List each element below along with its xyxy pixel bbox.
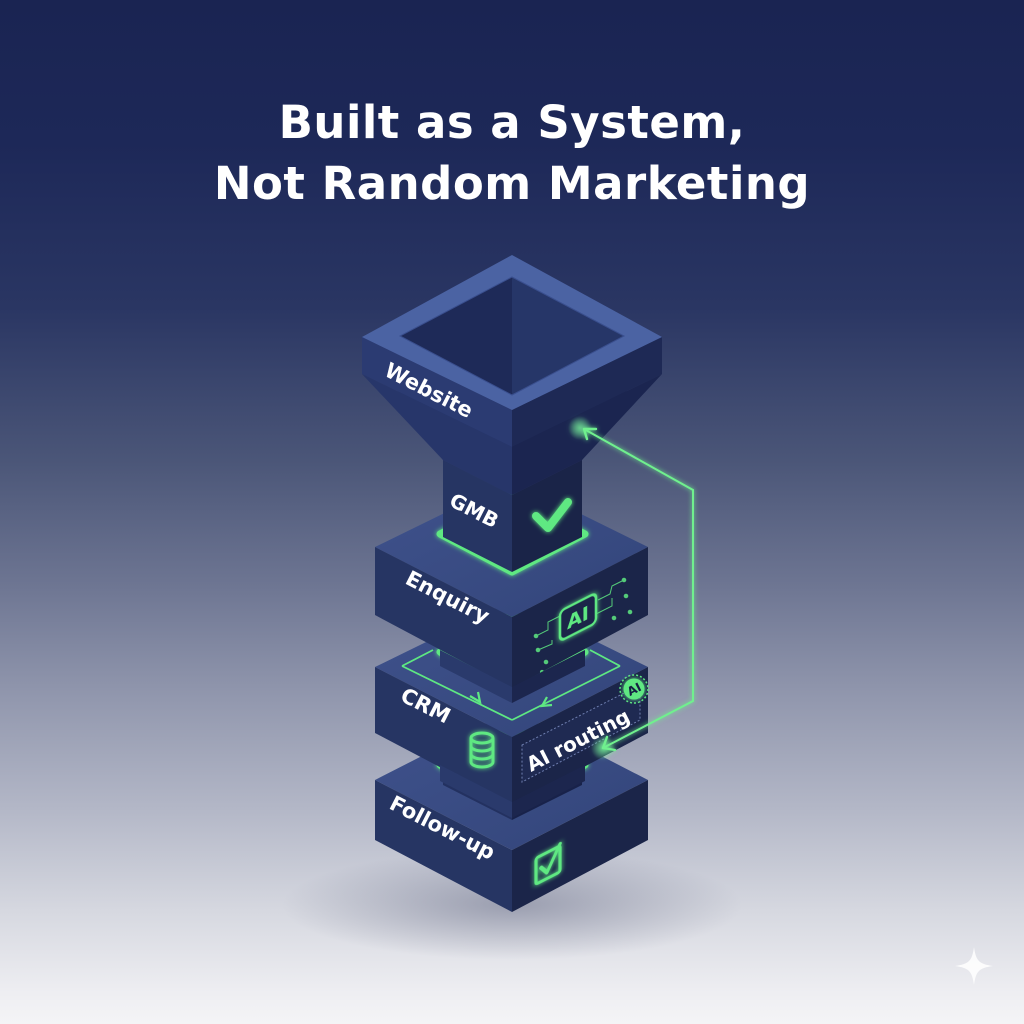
- enquiry-left-face: [375, 547, 512, 688]
- stage-website-gmb: GMB Website: [362, 255, 662, 572]
- feedback-arrowhead-top: [582, 427, 598, 441]
- funnel-rim-left: [362, 337, 512, 447]
- database-icon: [469, 731, 495, 769]
- funnel-opening-back-left: [400, 277, 512, 395]
- crm-flow-arrow-left: [469, 691, 482, 705]
- gmb-left-face: [443, 460, 512, 572]
- checkmark-icon: [532, 498, 572, 532]
- feedback-arrowhead-bottom: [601, 735, 617, 752]
- ai-chip-icon: AI: [558, 593, 598, 641]
- crm-flow-line-left: [401, 665, 513, 721]
- feedback-arrow: [568, 416, 694, 760]
- ai-routing-badge: AI: [619, 674, 649, 704]
- title-line-2: Not Random Marketing: [213, 157, 811, 210]
- funnel-rim-right: [512, 337, 662, 447]
- sparkle-icon: [955, 947, 993, 985]
- checkbox-checked-icon: [534, 841, 562, 886]
- title-line-1: Built as a System,: [278, 96, 746, 149]
- ai-chip-text: AI: [567, 601, 589, 635]
- feedback-arrow-line: [583, 428, 694, 749]
- follow-up-neck-right: [512, 765, 585, 818]
- funnel-opening-outline: [398, 276, 626, 396]
- funnel-body-left: [362, 374, 512, 495]
- circuit-traces: [533, 577, 633, 675]
- crm-upper-neck-right: [512, 650, 585, 703]
- ai-badge-text: AI: [625, 680, 644, 699]
- crm-upper-neck-left: [440, 650, 512, 703]
- crm-left-face: [375, 667, 512, 805]
- crm-flow-arrow-right: [540, 696, 553, 708]
- follow-up-neck-left: [440, 765, 512, 818]
- page-title: Built as a System, Not Random Marketing: [0, 92, 1024, 214]
- follow-up-left-face: [375, 780, 512, 912]
- funnel-opening-back-right: [512, 277, 624, 395]
- gmb-right-face: [512, 460, 582, 572]
- crm-flow-line-back-left: [401, 649, 434, 667]
- crm-flow-line-back-right: [589, 649, 621, 667]
- crm-flow-line-right: [511, 665, 621, 721]
- ai-routing-panel: [521, 684, 641, 783]
